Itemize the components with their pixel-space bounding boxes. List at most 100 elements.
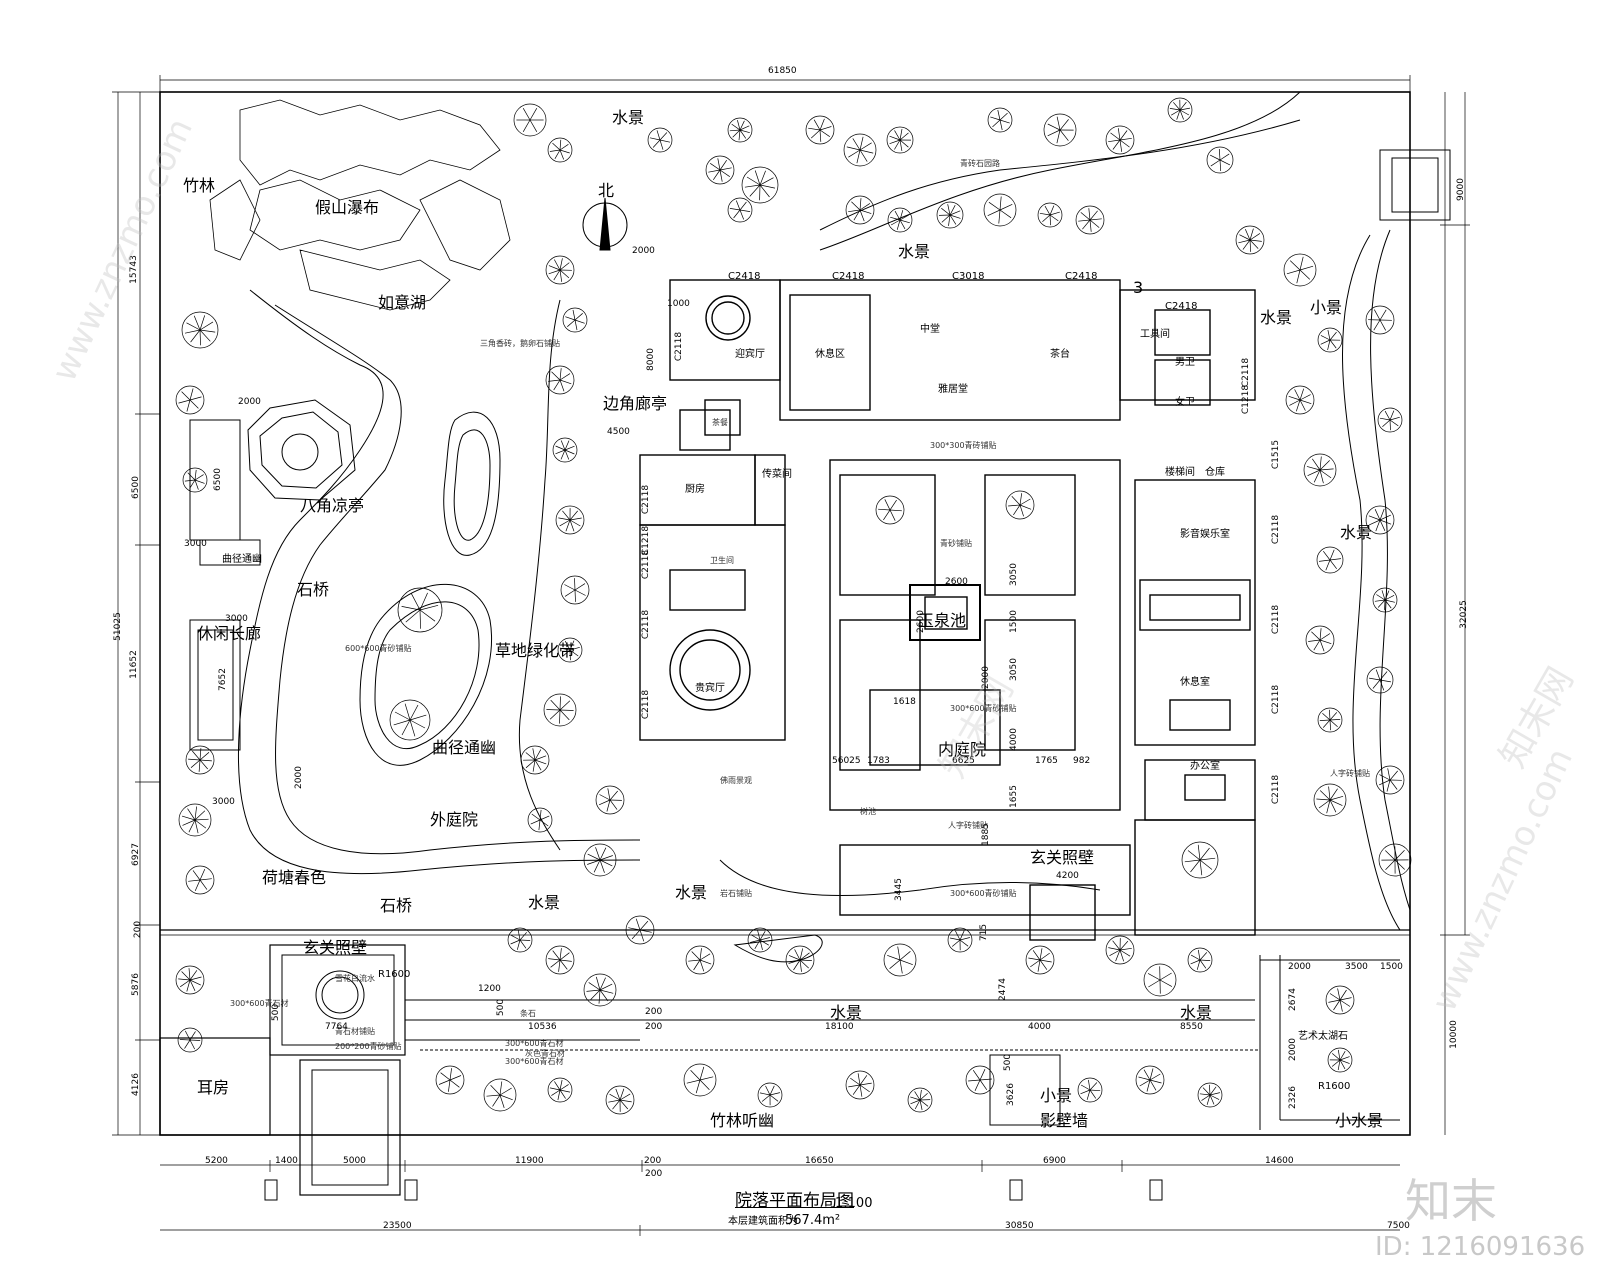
dim-left-8: 200 bbox=[133, 920, 144, 939]
dim-500c: 500 bbox=[1003, 1053, 1014, 1072]
tree-symbol bbox=[1143, 963, 1177, 997]
tree-symbol bbox=[1317, 327, 1343, 353]
dim-3000a: 3000 bbox=[184, 539, 207, 549]
tree-symbol bbox=[483, 1078, 517, 1112]
label-small-scene: 小景 bbox=[1310, 298, 1343, 317]
window-c14: C1515 bbox=[1271, 439, 1282, 470]
window-c6: C2118 bbox=[674, 331, 685, 362]
dim-2000f: 2000 bbox=[1287, 1038, 1298, 1061]
label-entrance-screen-1: 玄关照壁 bbox=[1030, 848, 1095, 867]
dim-left-4: 11652 bbox=[128, 650, 139, 679]
dim-2600a: 2600 bbox=[945, 577, 968, 587]
tree-symbol bbox=[1283, 253, 1317, 287]
tree-symbol bbox=[185, 745, 215, 775]
tree-symbol bbox=[1197, 1082, 1223, 1108]
tree-symbol bbox=[1037, 202, 1063, 228]
dim-4200: 4200 bbox=[1056, 871, 1079, 881]
window-c12: C2118 bbox=[1271, 514, 1282, 545]
dim-500a: 500 bbox=[271, 1003, 282, 1022]
dim-3000b: 3000 bbox=[225, 614, 248, 624]
dim-200a: 200 bbox=[645, 1022, 663, 1032]
tree-symbol bbox=[177, 1027, 203, 1053]
tree-symbol bbox=[1167, 97, 1193, 123]
tree-symbol bbox=[983, 193, 1017, 227]
label-storage: 仓库 bbox=[1205, 467, 1225, 478]
watermark-logo: 知末 bbox=[1405, 1174, 1497, 1228]
tree-symbol bbox=[1365, 505, 1395, 535]
dim-500b: 500 bbox=[496, 998, 507, 1017]
tree-symbol bbox=[513, 103, 547, 137]
window-c17: C2118 bbox=[1271, 774, 1282, 805]
dim-bottom-9: 23500 bbox=[383, 1221, 412, 1231]
label-ear-room: 耳房 bbox=[197, 1078, 230, 1097]
tree-symbol bbox=[1075, 205, 1105, 235]
tree-symbol bbox=[1025, 945, 1055, 975]
tree-symbol bbox=[887, 207, 913, 233]
label-mini-11: 人字砖铺贴 bbox=[1330, 769, 1370, 778]
label-mini-20: 岩石铺贴 bbox=[720, 889, 752, 898]
tree-symbol bbox=[1378, 843, 1412, 877]
dim-bottom-5: 200 bbox=[644, 1156, 662, 1166]
tree-symbol bbox=[1372, 587, 1398, 613]
tree-symbol bbox=[683, 1063, 717, 1097]
dim-1765: 1765 bbox=[1035, 756, 1058, 766]
dim-bottom-1: 5200 bbox=[205, 1156, 228, 1166]
dim-200b: 200 bbox=[645, 1007, 663, 1017]
label-water-6: 水景 bbox=[1180, 1003, 1213, 1022]
tree-symbol bbox=[389, 699, 431, 741]
dim-right-2: 32025 bbox=[1458, 600, 1469, 629]
dim-56025: 56025 bbox=[832, 756, 861, 766]
dim-6625: 6625 bbox=[952, 756, 975, 766]
watermark-id: ID: 1216091636 bbox=[1375, 1232, 1586, 1262]
label-office: 办公室 bbox=[1190, 761, 1220, 772]
rockery bbox=[209, 99, 511, 311]
tree-symbol bbox=[947, 927, 973, 953]
label-tea-meal: 茶餐 bbox=[712, 418, 728, 427]
label-stone-bridge-2: 石桥 bbox=[380, 896, 413, 915]
label-window-c4: C2418 bbox=[1065, 271, 1098, 282]
dim-bottom-2: 1400 bbox=[275, 1156, 298, 1166]
tree-symbol bbox=[1077, 1077, 1103, 1103]
dim-3626: 3626 bbox=[1005, 1083, 1016, 1106]
tree-symbol bbox=[1005, 490, 1035, 520]
label-mini-7: 300*600青石材 bbox=[505, 1039, 564, 1048]
tree-symbol bbox=[507, 927, 533, 953]
window-c9: C1218 bbox=[641, 525, 652, 556]
label-window-c1: C2418 bbox=[728, 271, 761, 282]
dim-top: 61850 bbox=[768, 66, 797, 76]
label-ruyi-lake: 如意湖 bbox=[378, 293, 427, 312]
label-elegant-hall: 雅居堂 bbox=[938, 384, 968, 395]
window-c10: C2118 bbox=[641, 609, 652, 640]
tree-symbol bbox=[545, 365, 575, 395]
tree-symbol bbox=[1377, 407, 1403, 433]
tree-symbol bbox=[845, 195, 875, 225]
dim-2000e: 2000 bbox=[1288, 962, 1311, 972]
tree-symbol bbox=[747, 927, 773, 953]
label-female-wc: 女卫 bbox=[1175, 397, 1195, 408]
label-rest-room: 休息室 bbox=[1180, 677, 1210, 688]
drawing-area-note: 本层建筑面积为 bbox=[728, 1216, 798, 1227]
label-mini-17: 青石材铺贴 bbox=[335, 1027, 375, 1036]
dim-982: 982 bbox=[1073, 756, 1091, 766]
tree-symbol bbox=[547, 137, 573, 163]
label-mini-8: 300*600青石材 bbox=[505, 1057, 564, 1066]
dim-8000: 8000 bbox=[645, 348, 656, 371]
label-vip-hall: 贵宾厅 bbox=[695, 683, 725, 694]
tree-symbol bbox=[1327, 1047, 1353, 1073]
label-lawn-belt: 草地绿化带 bbox=[495, 641, 576, 660]
label-av-room: 影音娱乐室 bbox=[1180, 529, 1230, 540]
dim-1618: 1618 bbox=[893, 697, 916, 707]
label-water-2: 水景 bbox=[612, 108, 645, 127]
label-winding-path-1: 曲径通幽 bbox=[222, 554, 262, 565]
label-rockery-waterfall: 假山瀑布 bbox=[315, 198, 380, 217]
dim-left-7: 4126 bbox=[130, 1073, 141, 1096]
tree-symbols bbox=[175, 97, 1412, 1115]
dim-2000a: 2000 bbox=[238, 397, 261, 407]
tree-symbol bbox=[1317, 707, 1343, 733]
dim-bottom-4: 11900 bbox=[515, 1156, 544, 1166]
label-mini-10: 人字砖铺贴 bbox=[948, 821, 988, 830]
window-c15: C2118 bbox=[1271, 604, 1282, 635]
tree-symbol bbox=[397, 587, 443, 633]
tree-symbol bbox=[741, 166, 779, 204]
tree-symbol bbox=[685, 945, 715, 975]
